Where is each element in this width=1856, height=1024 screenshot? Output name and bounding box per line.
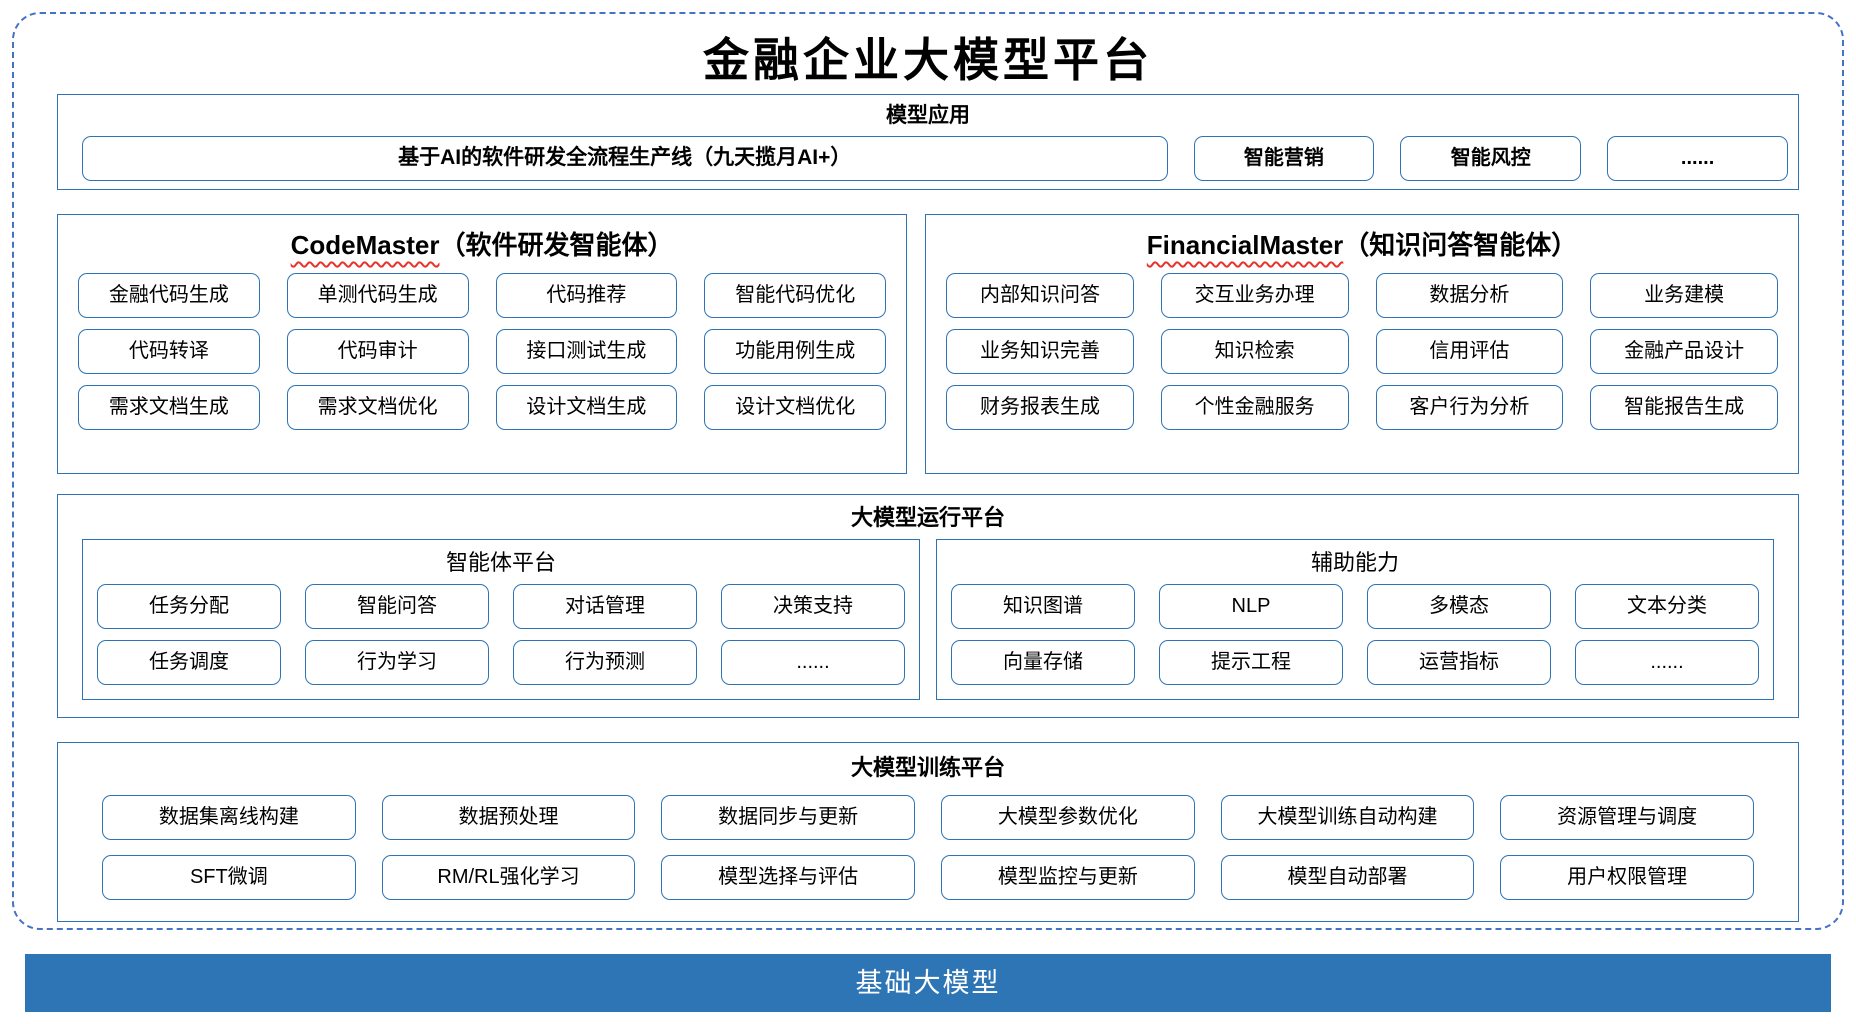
financial-master-title-en: FinancialMaster [1146,230,1344,260]
training-platform-title: 大模型训练平台 [850,755,1005,780]
code-master-item: 功能用例生成 [704,329,887,374]
code-master-item: 需求文档优化 [286,385,469,430]
app-item: 智能风控 [1400,136,1582,181]
code-master-item: 代码推荐 [495,273,678,318]
training-platform-item: 大模型训练自动构建 [1220,795,1475,840]
aux-ability-item: 提示工程 [1159,640,1343,685]
training-platform-item: 用户权限管理 [1500,855,1754,900]
financial-master-item: 交互业务办理 [1160,273,1349,318]
agent-platform-title: 智能体平台 [445,550,556,575]
subsection-agent-platform: 智能体平台 任务分配智能问答对话管理决策支持任务调度行为学习行为预测...... [82,539,920,700]
platform-content: 模型应用 基于AI的软件研发全流程生产线（九天揽月AI+） 智能营销 智能风控 … [57,94,1799,922]
page-title: 金融企业大模型平台 [703,33,1153,87]
section-model-applications-title: 模型应用 [886,104,970,127]
code-master-item: 需求文档生成 [78,385,260,430]
agent-platform-item: 对话管理 [513,584,697,629]
agent-platform-item: ...... [721,640,905,685]
code-master-item: 金融代码生成 [78,273,260,318]
code-master-item: 代码审计 [286,329,469,374]
code-master-title: CodeMaster（软件研发智能体） [78,223,886,267]
section-runtime-platform: 大模型运行平台 智能体平台 任务分配智能问答对话管理决策支持任务调度行为学习行为… [57,494,1799,718]
code-master-title-en: CodeMaster [290,230,440,260]
financial-master-item: 业务知识完善 [946,329,1134,374]
financial-master-item: 信用评估 [1375,329,1564,374]
financial-master-item: 业务建模 [1590,273,1778,318]
aux-ability-item: 文本分类 [1575,584,1759,629]
training-platform-item: 模型选择与评估 [661,855,915,900]
financial-master-item: 数据分析 [1375,273,1564,318]
agent-platform-item: 任务调度 [97,640,281,685]
section-model-applications: 模型应用 基于AI的软件研发全流程生产线（九天揽月AI+） 智能营销 智能风控 … [57,94,1799,190]
agent-platform-items: 任务分配智能问答对话管理决策支持任务调度行为学习行为预测...... [97,584,905,685]
aux-ability-item: 多模态 [1367,584,1551,629]
training-platform-item: 数据同步与更新 [661,795,915,840]
section-code-master: CodeMaster（软件研发智能体） 金融代码生成单测代码生成代码推荐智能代码… [57,214,908,474]
financial-master-item: 内部知识问答 [946,273,1134,318]
training-platform-items: 数据集离线构建数据预处理数据同步与更新大模型参数优化大模型训练自动构建资源管理与… [102,795,1754,900]
agent-platform-item: 决策支持 [721,584,905,629]
financial-master-item: 知识检索 [1160,329,1349,374]
financial-master-item: 金融产品设计 [1590,329,1778,374]
training-platform-item: 资源管理与调度 [1500,795,1754,840]
agent-platform-item: 行为预测 [513,640,697,685]
training-platform-item: SFT微调 [102,855,356,900]
training-platform-item: 模型监控与更新 [941,855,1195,900]
app-item-ai-pipeline: 基于AI的软件研发全流程生产线（九天揽月AI+） [82,136,1168,181]
aux-ability-item: ...... [1575,640,1759,685]
code-master-item: 代码转译 [78,329,260,374]
code-master-item: 单测代码生成 [286,273,469,318]
financial-master-title-zh: （知识问答智能体） [1343,230,1578,260]
training-platform-item: 大模型参数优化 [941,795,1195,840]
subsection-aux-ability: 辅助能力 知识图谱 NLP 多模态文本分类向量存储提示工程运营指标...... [936,539,1774,700]
agents-row: CodeMaster（软件研发智能体） 金融代码生成单测代码生成代码推荐智能代码… [57,214,1799,474]
code-master-item: 智能代码优化 [704,273,887,318]
financial-master-title: FinancialMaster（知识问答智能体） [946,223,1778,267]
agent-platform-item: 任务分配 [97,584,281,629]
foundation-model-bar: 基础大模型 [25,954,1831,1012]
aux-ability-item: NLP [1159,584,1343,629]
financial-master-item: 个性金融服务 [1160,385,1349,430]
section-training-platform: 大模型训练平台 数据集离线构建数据预处理数据同步与更新大模型参数优化大模型训练自… [57,742,1799,922]
agent-platform-item: 行为学习 [305,640,489,685]
aux-ability-item: 向量存储 [951,640,1135,685]
aux-ability-items: 知识图谱 NLP 多模态文本分类向量存储提示工程运营指标...... [951,584,1759,685]
section-financial-master: FinancialMaster（知识问答智能体） 内部知识问答交互业务办理数据分… [925,214,1799,474]
app-item: ...... [1607,136,1788,181]
training-platform-item: 数据预处理 [381,795,636,840]
aux-ability-item: 运营指标 [1367,640,1551,685]
code-master-item: 设计文档生成 [495,385,678,430]
training-platform-item: RM/RL强化学习 [381,855,636,900]
app-item: 智能营销 [1193,136,1375,181]
code-master-item: 接口测试生成 [495,329,678,374]
code-master-title-zh: （软件研发智能体） [439,230,674,260]
training-platform-item: 数据集离线构建 [102,795,356,840]
financial-master-item: 财务报表生成 [946,385,1134,430]
aux-ability-title: 辅助能力 [1310,550,1399,575]
runtime-platform-title: 大模型运行平台 [850,505,1005,530]
platform-dashed-frame: 金融企业大模型平台 模型应用 基于AI的软件研发全流程生产线（九天揽月AI+） … [12,12,1844,930]
code-master-item: 设计文档优化 [704,385,887,430]
model-applications-row: 基于AI的软件研发全流程生产线（九天揽月AI+） 智能营销 智能风控 .....… [68,136,1788,181]
training-platform-item: 模型自动部署 [1220,855,1475,900]
aux-ability-item: 知识图谱 [951,584,1135,629]
code-master-items: 金融代码生成单测代码生成代码推荐智能代码优化代码转译代码审计接口测试生成功能用例… [78,273,887,430]
financial-master-item: 客户行为分析 [1375,385,1564,430]
financial-master-item: 智能报告生成 [1590,385,1778,430]
financial-master-items: 内部知识问答交互业务办理数据分析业务建模业务知识完善知识检索信用评估金融产品设计… [946,273,1778,430]
agent-platform-item: 智能问答 [305,584,489,629]
runtime-subsections: 智能体平台 任务分配智能问答对话管理决策支持任务调度行为学习行为预测......… [82,539,1774,700]
